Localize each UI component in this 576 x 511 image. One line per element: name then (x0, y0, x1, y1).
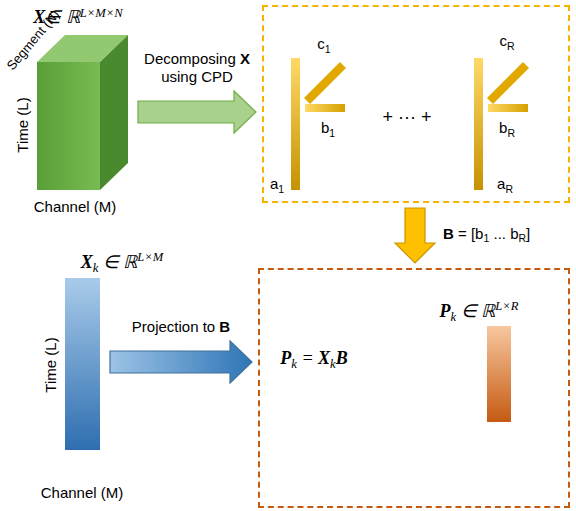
factor-label: bR (499, 119, 515, 138)
text-part: R (507, 40, 515, 52)
text-part: k (93, 261, 99, 275)
arrow-label: B = [b1 ... bR] (443, 225, 530, 245)
text-part: b (499, 119, 507, 136)
text-part: a (497, 175, 505, 192)
arrow-label: Projection to B (132, 318, 230, 337)
text-part: = [b (454, 225, 484, 242)
text-part: B (336, 348, 348, 368)
text-part: X (318, 348, 330, 368)
matrix-label: Pk ∈ ℝL×R (440, 299, 519, 325)
tensor-cube (37, 35, 128, 190)
sum-sign: + ··· + (382, 107, 431, 128)
equation: Pk = XkB (280, 348, 347, 372)
factor-label: b1 (321, 119, 335, 138)
text-part: R (507, 127, 515, 139)
text-part: 1 (278, 183, 284, 195)
factor-label: cR (499, 32, 514, 51)
text-part: B (219, 318, 230, 335)
text-part: 1 (329, 127, 335, 139)
text-part: k (291, 357, 297, 371)
text-part: c (499, 32, 507, 49)
factor-label: c1 (317, 35, 330, 54)
text-part: ∈ ℝ (456, 301, 495, 321)
cpd-box: c1b1a1+ ··· +cRbRaR (262, 5, 570, 203)
text-part: R (518, 233, 526, 245)
text-part: ∈ ℝ (98, 252, 137, 272)
arrow-label: Decomposing X using CPD (136, 50, 258, 88)
text-part: c (317, 35, 325, 52)
text-part: Projection to (132, 318, 220, 335)
text-part: b (321, 119, 329, 136)
text-part: P (440, 301, 451, 321)
text-part: ] (526, 225, 530, 242)
text-part: k (451, 310, 457, 324)
text-part: X (240, 50, 250, 67)
matrix-block (65, 278, 100, 450)
text-part: P (280, 348, 291, 368)
block-arrow (110, 341, 252, 383)
projection-box: Pk ∈ ℝL×RPk = XkB (258, 268, 570, 508)
text-part: ... b (489, 225, 518, 242)
axis-label: Time (L) (42, 337, 59, 392)
text-part: k (330, 357, 336, 371)
text-part: = (297, 348, 318, 368)
text-part: R (505, 183, 513, 195)
text-part: L×M×N (80, 6, 123, 20)
text-part: B (443, 225, 454, 242)
factor-label: a1 (270, 175, 284, 194)
axis-label: Channel (M) (41, 484, 124, 501)
text-part: X (81, 252, 93, 272)
projection-bar (487, 326, 511, 422)
factor-label: aR (497, 175, 513, 194)
matrix-node: Xk ∈ ℝL×MTime (L)Channel (M) (65, 278, 100, 450)
text-part: L×R (495, 299, 518, 313)
text-part: 1 (325, 43, 331, 55)
axis-label: Time (L) (14, 97, 31, 152)
text-part: a (270, 175, 278, 192)
block-arrow (395, 208, 435, 263)
rank-one-terms (291, 58, 529, 190)
text-part: L×M (137, 250, 163, 264)
tensor-node: X∈ ℝL×M×NSegment (N)Time (L)Channel (M) (37, 35, 128, 190)
matrix-label: Xk ∈ ℝL×M (81, 250, 164, 276)
axis-label: Channel (M) (34, 198, 117, 215)
text-part: using CPD (161, 68, 233, 85)
text-part: 1 (483, 233, 489, 245)
axis-label: Segment (N) (4, 7, 63, 73)
text-part: Decomposing (144, 50, 240, 67)
block-arrow (138, 91, 256, 133)
